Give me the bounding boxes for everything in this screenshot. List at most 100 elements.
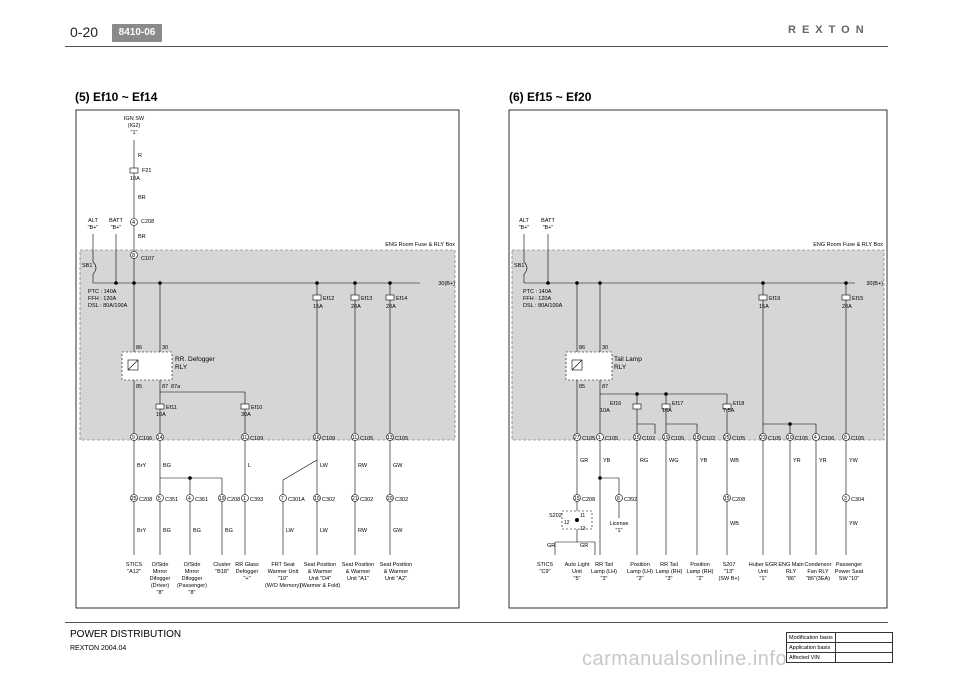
section-code-badge: 8410-06 xyxy=(112,24,162,42)
left-wire-bot-6: LW xyxy=(320,528,329,534)
left-relay-pin-85: 85 xyxy=(136,384,142,390)
right-conn2-3-pin: 15 xyxy=(724,496,730,502)
right-conn4-id: C105 xyxy=(671,436,684,442)
left-load-seat-a1-2: & Warmer xyxy=(346,569,371,575)
left-bus-label: 30(B+) xyxy=(438,281,455,287)
right-ef16-label: Ef16 xyxy=(610,401,621,407)
left-load-seat-d4-2: & Warmer xyxy=(308,569,333,575)
right-load-s207-1: S207 xyxy=(723,562,736,568)
left-relay-name-1: RR. Defogger xyxy=(175,356,216,363)
right-load-huber-2: Unit xyxy=(758,569,768,575)
left-load-mirror-pass-2: Mirror xyxy=(185,569,200,575)
left-conn1-pin: 9 xyxy=(132,435,135,441)
right-conn6-pin: 25 xyxy=(724,435,730,441)
left-ef10-label: Ef10 xyxy=(251,405,262,411)
left-alt-label-2: "B+" xyxy=(88,225,99,231)
left-load-seat-a1-3: Unit "A1" xyxy=(347,576,369,582)
left-load-frt-seat-1: FRT Seat xyxy=(271,562,295,568)
right-wire-top-2: YB xyxy=(603,458,611,464)
left-conn4-pin: 16 xyxy=(314,435,320,441)
right-wire-top-1: GR xyxy=(580,458,588,464)
right-load-passseat-1: Passenger xyxy=(836,562,862,568)
right-conn2-3-id: C208 xyxy=(732,497,745,503)
left-conn1-id: C106 xyxy=(139,436,152,442)
left-relay-name-2: RLY xyxy=(175,364,188,371)
left-load-cluster-2: "B18" xyxy=(215,569,229,575)
right-load-s207-3: (SW B+) xyxy=(719,576,740,582)
right-wire-top-5: YB xyxy=(700,458,708,464)
left-conn2-9-id: C302 xyxy=(395,497,408,503)
right-ef15-label: Ef15 xyxy=(852,296,863,302)
left-wire-bot-2: BG xyxy=(163,528,171,534)
left-f21-label: F21 xyxy=(142,168,151,174)
right-ef17-rating: 10A xyxy=(662,408,672,414)
right-conn5-pin: 18 xyxy=(694,435,700,441)
left-wire-top-2: BG xyxy=(163,463,171,469)
left-conn2-5-pin: 1 xyxy=(243,496,246,502)
left-load-mirror-pass-4: (Passenger) xyxy=(177,583,207,589)
left-conn3-pin: 11 xyxy=(242,435,247,441)
right-ef16-rating: 10A xyxy=(600,408,610,414)
mod-table-row-1: Modification basis xyxy=(786,632,836,643)
left-wire-br-2: BR xyxy=(138,234,146,240)
left-load-cluster-1: Cluster xyxy=(213,562,231,568)
left-conn2-2-pin: 5 xyxy=(158,496,161,502)
mod-table-row-2: Application basis xyxy=(786,642,836,653)
right-relay-pin-30: 30 xyxy=(602,345,608,351)
left-conn2-4-id: C208 xyxy=(227,497,240,503)
right-s202-pin-12: 12 xyxy=(564,520,570,526)
left-load-defog-1: RR Glass xyxy=(235,562,259,568)
footer-title: POWER DISTRIBUTION xyxy=(70,629,182,640)
left-conn2-4-pin: 19 xyxy=(219,496,225,502)
right-relay-name-1: Tail Lamp xyxy=(614,356,642,363)
left-wire-top-1: BrY xyxy=(137,463,147,469)
right-load-rrtail-lh-2: Lamp (LH) xyxy=(591,569,617,575)
right-conn8-pin: 10 xyxy=(787,435,793,441)
left-ign-sw-label-1: IGN SW xyxy=(124,116,145,122)
left-ef12-rating: 15A xyxy=(313,304,323,310)
left-f21-rating: 10A xyxy=(130,176,140,182)
left-ef13-rating: 20A xyxy=(351,304,361,310)
right-conn8-id: C105 xyxy=(795,436,808,442)
left-load-stics-2: "A12" xyxy=(127,569,141,575)
right-conn3-pin: 15 xyxy=(634,435,640,441)
left-sb1: SB1 xyxy=(82,263,92,269)
right-wire-top-4: WG xyxy=(669,458,678,464)
right-load-condfan-2: Fan RLY xyxy=(807,569,829,575)
right-wire-bot-4: YW xyxy=(849,521,859,527)
right-load-autolight-2: Unit xyxy=(572,569,582,575)
right-conn1-id: C105 xyxy=(582,436,595,442)
right-conn9-id: C106 xyxy=(821,436,834,442)
right-load-rrtail-rh-3: "3" xyxy=(666,576,673,582)
right-load-huber-1: Huber EGR xyxy=(749,562,777,568)
right-s202-pin-11: 11 xyxy=(580,513,585,519)
left-conn2-1-pin: 25 xyxy=(131,496,137,502)
left-load-defog-3: "+" xyxy=(243,576,250,582)
right-batt-label-1: BATT xyxy=(541,218,555,224)
left-wire-top-3: L xyxy=(248,463,251,469)
left-ptc-1: PTC : 140A xyxy=(88,289,117,295)
left-load-seat-d4-1: Seat Position xyxy=(304,562,336,568)
left-conn2-5-id: C393 xyxy=(250,497,263,503)
left-pin-4: 4 xyxy=(132,220,135,226)
left-load-mirror-drv-1: O/Side xyxy=(152,562,169,568)
right-conn2-2-id: C392 xyxy=(624,497,637,503)
left-load-mirror-drv-4: (Driver) xyxy=(151,583,169,589)
left-conn6-id: C105 xyxy=(395,436,408,442)
right-license-2: "1" xyxy=(616,528,623,534)
right-wire-bot-3: WB xyxy=(730,521,739,527)
left-load-frt-seat-3: "10" xyxy=(278,576,288,582)
left-conn2-3-pin: 4 xyxy=(188,496,191,502)
right-load-autolight-3: "5" xyxy=(574,576,581,582)
left-wire-bot-4: BG xyxy=(225,528,233,534)
right-conn1-pin: 27 xyxy=(574,435,580,441)
right-conn2-1-id: C208 xyxy=(582,497,595,503)
left-wire-bot-1: BrY xyxy=(137,528,147,534)
left-load-mirror-pass-5: "8" xyxy=(189,590,196,596)
left-load-mirror-drv-5: "8" xyxy=(157,590,164,596)
left-conn2-pin: 14 xyxy=(157,435,163,441)
left-fuse-box-label: ENG Room Fuse & RLY Box xyxy=(385,242,455,248)
left-frame xyxy=(75,109,460,609)
